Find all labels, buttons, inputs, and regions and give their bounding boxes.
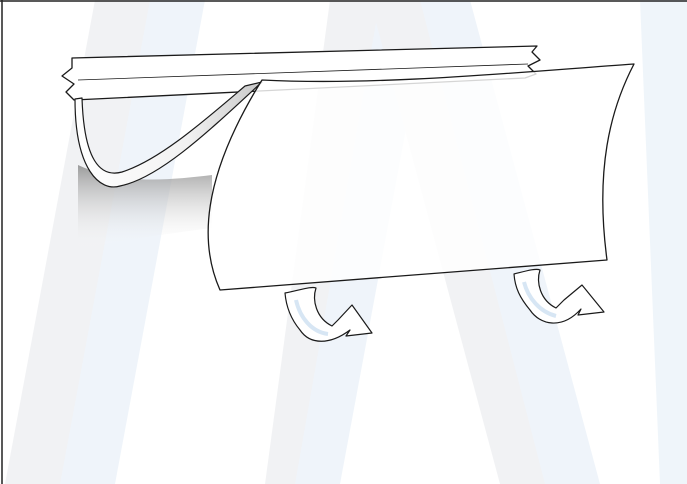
arrow-left-icon bbox=[284, 286, 373, 342]
main-sheet bbox=[207, 63, 635, 291]
arrow-right-highlight bbox=[522, 281, 557, 318]
top-strip-inner-line bbox=[77, 63, 529, 81]
arrow-right-icon bbox=[513, 268, 605, 324]
peel-arrow-right bbox=[513, 268, 605, 324]
peel-arrow-left bbox=[284, 286, 373, 342]
arrow-left-highlight bbox=[294, 299, 329, 336]
